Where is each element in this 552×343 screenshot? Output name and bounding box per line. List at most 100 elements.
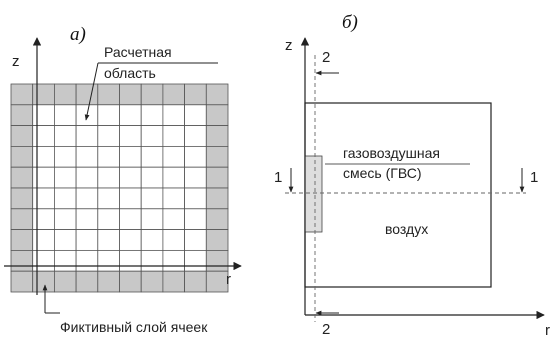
fictitious-cell [75,270,99,293]
axis-z-label-b: z [285,37,293,54]
calc-cell [75,166,99,189]
fictitious-cell [10,104,34,127]
calc-cell [32,145,55,168]
calc-region-label: Расчетная область [104,44,176,81]
fictitious-cell [10,208,34,231]
calc-cell [119,145,142,168]
fictitious-cell [205,125,229,147]
calc-cell [162,125,185,147]
calc-cell [119,104,142,127]
calc-cell [140,145,164,168]
calc-cell [97,229,120,251]
fictitious-cell [32,83,55,106]
section-2-label-top: 2 [322,49,330,66]
calc-cell [162,166,185,189]
calc-cell [140,166,164,189]
calc-cell [75,208,99,231]
calc-region-leader [84,62,99,121]
fictitious-cell [184,270,207,293]
calc-cell [184,104,207,127]
fictitious-cell [205,104,229,127]
calc-cell [119,166,142,189]
fictitious-cell [140,83,164,106]
fictitious-cell [97,83,120,106]
fictitious-cell [75,83,99,106]
calc-cell [32,125,55,147]
fictitious-cell [10,229,34,251]
gas-mixture-region [304,155,323,233]
calc-cell [54,208,77,231]
calc-cell [32,104,55,127]
fictitious-cell [10,145,34,168]
panel-b-title: б) [342,12,358,33]
calc-cell [97,104,120,127]
calc-cell [97,145,120,168]
calc-cell [184,208,207,231]
domain-box [304,102,492,288]
calc-cell [75,229,99,251]
fictitious-cell [205,270,229,293]
calc-cell [140,249,164,272]
calc-cell [184,125,207,147]
calc-cell [162,145,185,168]
calc-cell [75,145,99,168]
calc-cell [54,166,77,189]
panel-a: а) z r Расчетная область Фиктивный слой … [4,24,242,335]
calc-cell [75,249,99,272]
calc-cell [119,208,142,231]
air-label: воздух [385,221,428,237]
fictitious-cell [205,187,229,210]
fictitious-cell [205,83,229,106]
fictitious-cell [10,187,34,210]
calc-cell [54,229,77,251]
gas-mixture-label-line2: смесь (ГВС) [343,165,421,181]
gas-mixture-label: газовоздушная смесь (ГВС) [343,145,444,181]
calc-cell [119,249,142,272]
calc-cell [162,208,185,231]
calc-cell [97,125,120,147]
fictitious-cell [54,270,77,293]
calc-cell [184,249,207,272]
axis-r-label-b: r [545,322,550,339]
calc-cell [140,125,164,147]
fictitious-cell [10,270,34,293]
calc-cell [54,249,77,272]
calc-cell [162,187,185,210]
fictitious-cell [205,166,229,189]
axis-z-label: z [12,53,20,70]
calc-cell [140,187,164,210]
calc-cell [119,187,142,210]
calc-cell [97,208,120,231]
calc-cell [32,166,55,189]
fictitious-cell [119,270,142,293]
calc-cell [119,125,142,147]
axis-r-label: r [226,271,231,288]
calc-cell [75,125,99,147]
calc-region-label-line2: область [104,65,156,81]
calc-cell [97,249,120,272]
calc-cell [162,104,185,127]
fictitious-cell [10,166,34,189]
section-1-label-left: 1 [274,169,282,186]
calc-cell [184,145,207,168]
calc-cell [140,104,164,127]
panel-b: б) z r 2 2 1 1 газовоздушная смесь (ГВС)… [274,12,550,339]
fictitious-cell [205,249,229,272]
calc-cell [54,104,77,127]
fictitious-cell [205,145,229,168]
panel-a-title: а) [70,24,86,45]
fictitious-cell [205,229,229,251]
calc-cell [140,208,164,231]
calc-cell [54,125,77,147]
fictitious-cell [119,83,142,106]
calc-cell [32,229,55,251]
fictitious-cell [162,270,185,293]
fictitious-cell [10,125,34,147]
calc-cell [184,229,207,251]
calc-cell [184,187,207,210]
section-2-label-bottom: 2 [322,321,330,338]
calc-cell [162,229,185,251]
calc-cell [54,145,77,168]
calc-cell [97,187,120,210]
